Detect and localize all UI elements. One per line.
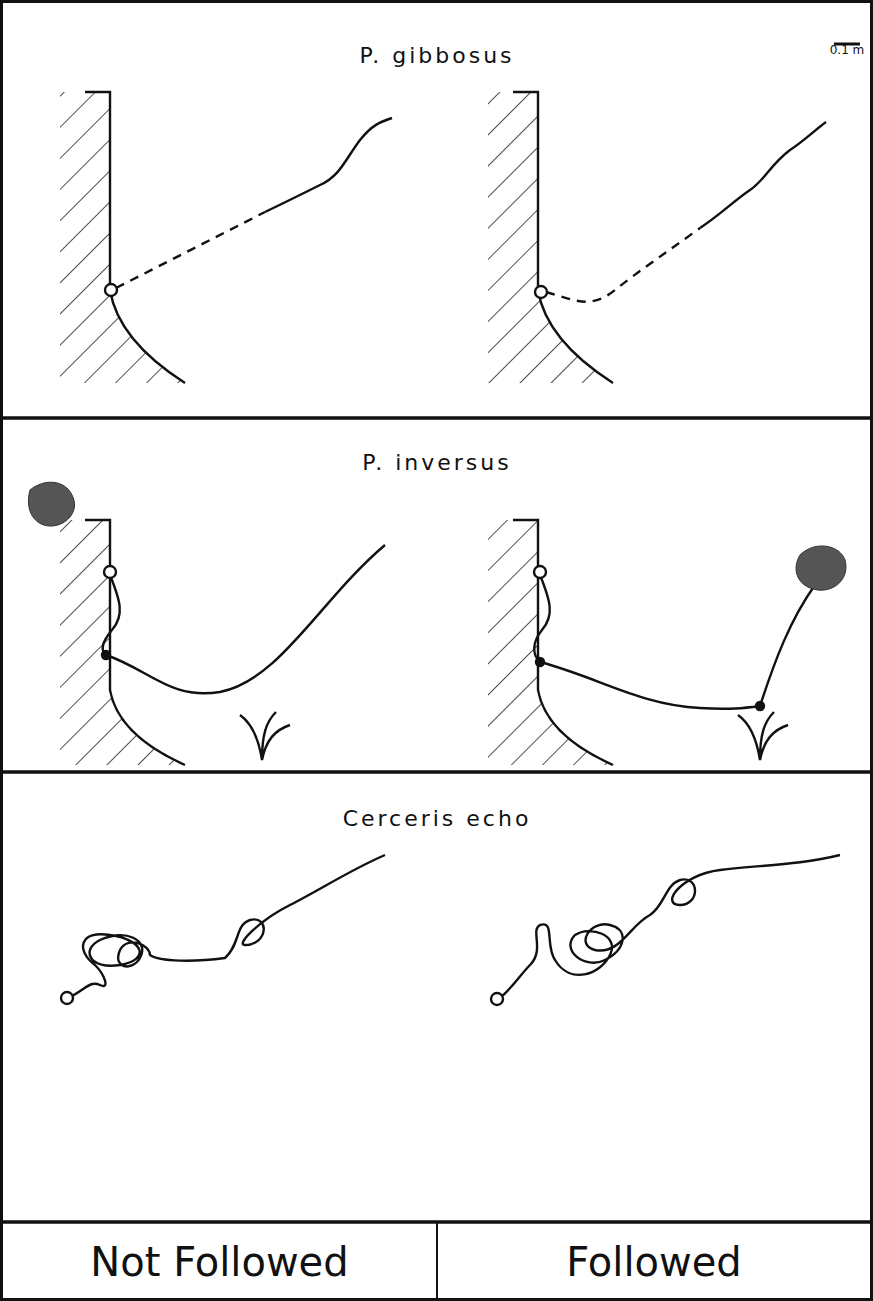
column-label: Not Followed: [90, 1239, 348, 1285]
column-label: Followed: [566, 1239, 741, 1285]
panel-title: P. gibbosus: [359, 43, 514, 68]
scale-label: 0.1 m: [830, 43, 865, 57]
panel-title: Cerceris echo: [343, 806, 532, 831]
panel-title: P. inversus: [362, 450, 511, 475]
column-label-cell: Followed: [438, 1224, 870, 1299]
column-label-cell: Not Followed: [3, 1224, 436, 1299]
